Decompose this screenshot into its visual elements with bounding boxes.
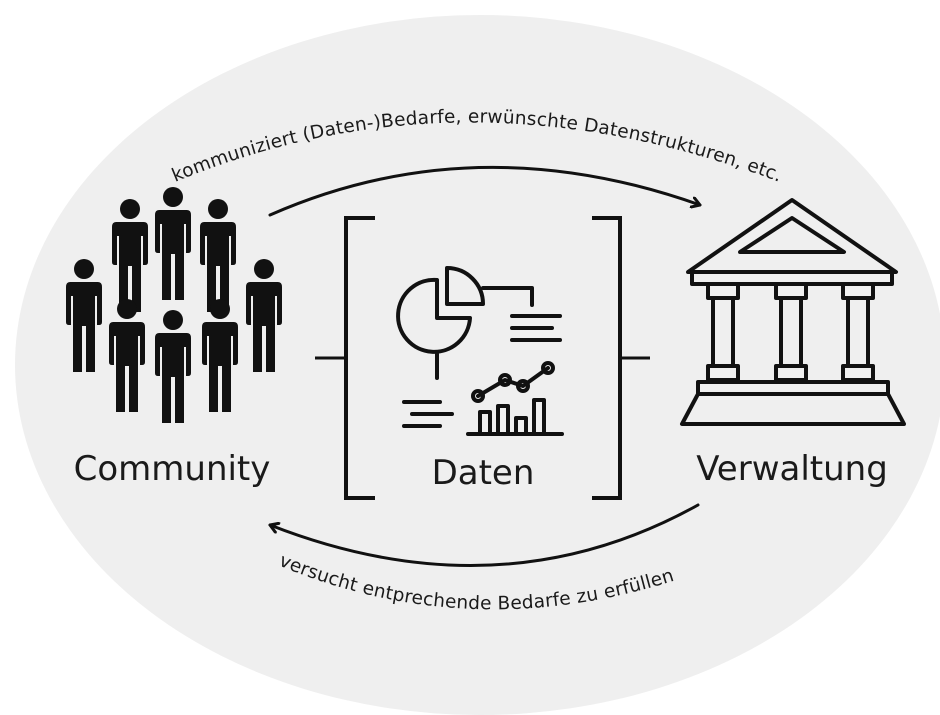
node-label-community: Community [74, 449, 271, 489]
node-label-data: Daten [432, 453, 535, 493]
government-building-icon [680, 198, 906, 426]
arrow-bottom [268, 503, 700, 567]
node-label-administration: Verwaltung [696, 449, 888, 489]
bracket-left [344, 216, 375, 500]
data-analytics-icon [396, 266, 564, 436]
background-ellipse [15, 15, 940, 715]
arrow-top [268, 165, 702, 217]
bracket-right [592, 216, 622, 500]
